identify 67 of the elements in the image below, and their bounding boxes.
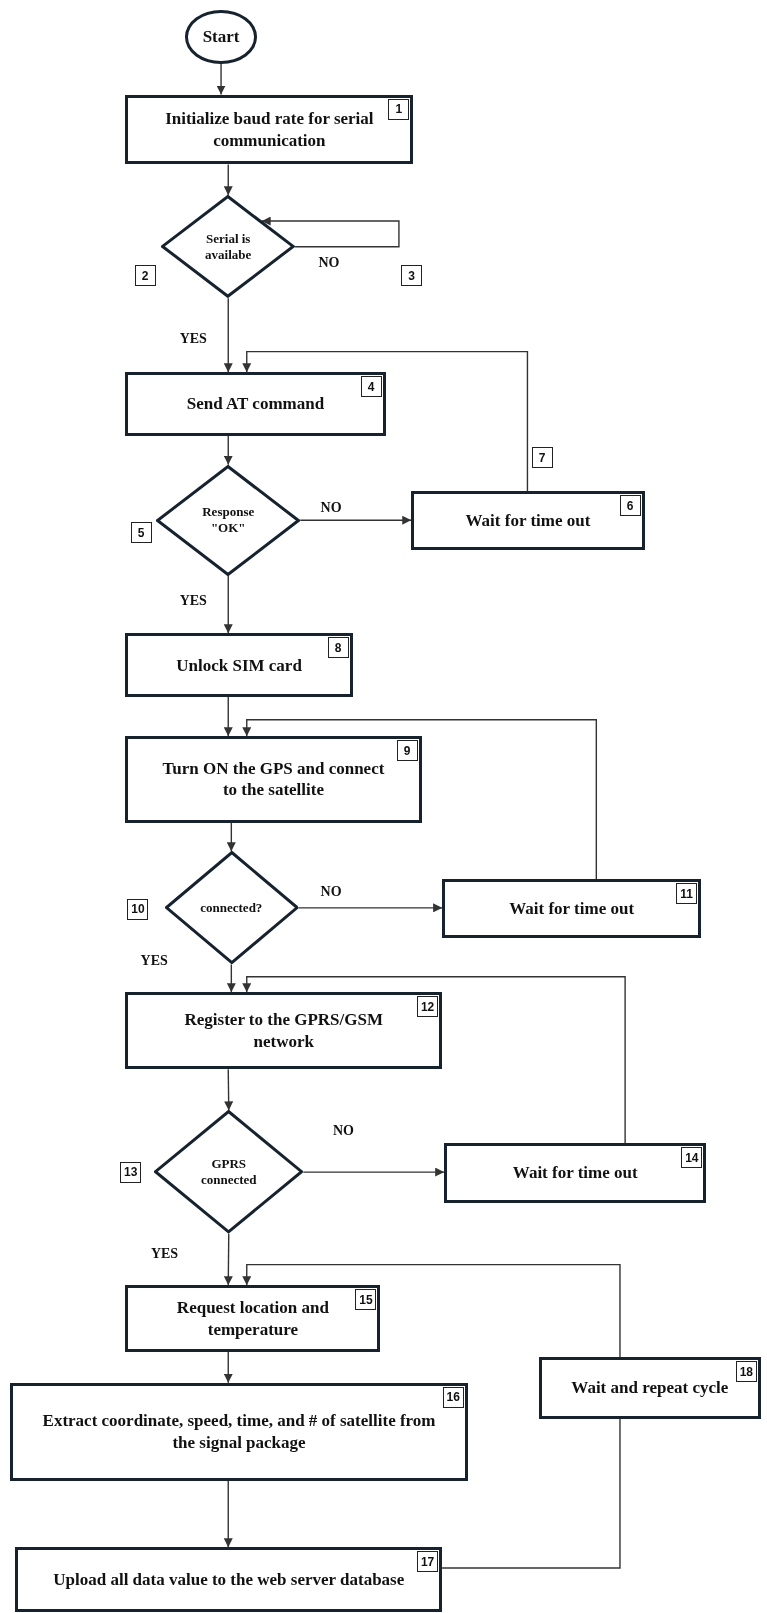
process-text: Initialize baud rate for serial communication [164,108,375,151]
process-text: Register to the GPRS/GSM network [183,1009,384,1052]
process-text: Wait for time out [512,1162,638,1184]
decision-text: Response "OK" [201,504,256,537]
process-box [125,372,386,436]
arrow [223,1233,233,1286]
process-box [10,1382,468,1481]
arrow [242,350,529,493]
arrow [226,963,236,993]
arrow [226,821,236,852]
step-number: 11 [676,883,698,905]
process-text: Wait and repeat cycle [571,1377,729,1399]
arrow [302,1167,445,1177]
step-number: 7 [531,447,553,469]
step-number: 8 [327,637,349,659]
arrow [223,575,233,635]
arrow [297,903,443,913]
decision-text: GPRS connected [199,1155,258,1189]
arrow [223,1479,233,1549]
terminal-text: Start [202,26,240,48]
step-number: 1 [388,98,410,120]
arrow [223,163,233,197]
step-number: 14 [681,1147,703,1169]
process-box [444,1143,707,1203]
step-number: 15 [355,1289,377,1311]
process-box [125,992,443,1070]
step-number: 12 [417,996,439,1018]
arrow [223,696,233,737]
step-number: 2 [134,265,156,287]
process-box [125,633,353,698]
arrow [242,719,598,880]
process-text: Upload all data value to the web server database [53,1569,405,1591]
arrow [223,297,233,373]
step-number: 10 [127,898,149,920]
arrow [223,435,233,466]
arrow [242,1263,621,1358]
decision-text: connected? [200,899,263,916]
step-number: 17 [417,1551,439,1573]
process-text: Wait for time out [509,897,635,919]
process-text: Request location and temperature [175,1297,330,1340]
step-number: 4 [360,376,382,398]
arrow [299,515,412,525]
process-text: Wait for time out [465,510,591,532]
step-number: 6 [619,495,641,517]
process-box [125,1285,381,1352]
step-number: 16 [442,1386,464,1408]
process-text: Extract coordinate, speed, time, and # of satellite from the signal package [41,1410,437,1453]
step-number: 3 [400,265,422,287]
process-box [125,736,422,823]
step-number: 9 [396,740,418,762]
process-text: Turn ON the GPS and connect to the satellite [161,758,386,801]
arrow [224,1068,234,1112]
step-number: 5 [130,522,152,544]
arrow [223,1351,233,1384]
process-box [442,879,702,938]
process-box [411,491,645,551]
process-box [15,1547,443,1613]
process-text: Unlock SIM card [176,654,302,676]
step-number: 13 [120,1161,142,1183]
arrow [216,63,226,96]
decision-text: Serial is availabe [204,230,253,263]
step-number: 18 [735,1361,757,1383]
process-box [538,1357,761,1419]
arrow [242,976,626,1144]
arrow [260,216,400,248]
process-box [125,94,414,165]
process-text: Send AT command [186,393,325,415]
